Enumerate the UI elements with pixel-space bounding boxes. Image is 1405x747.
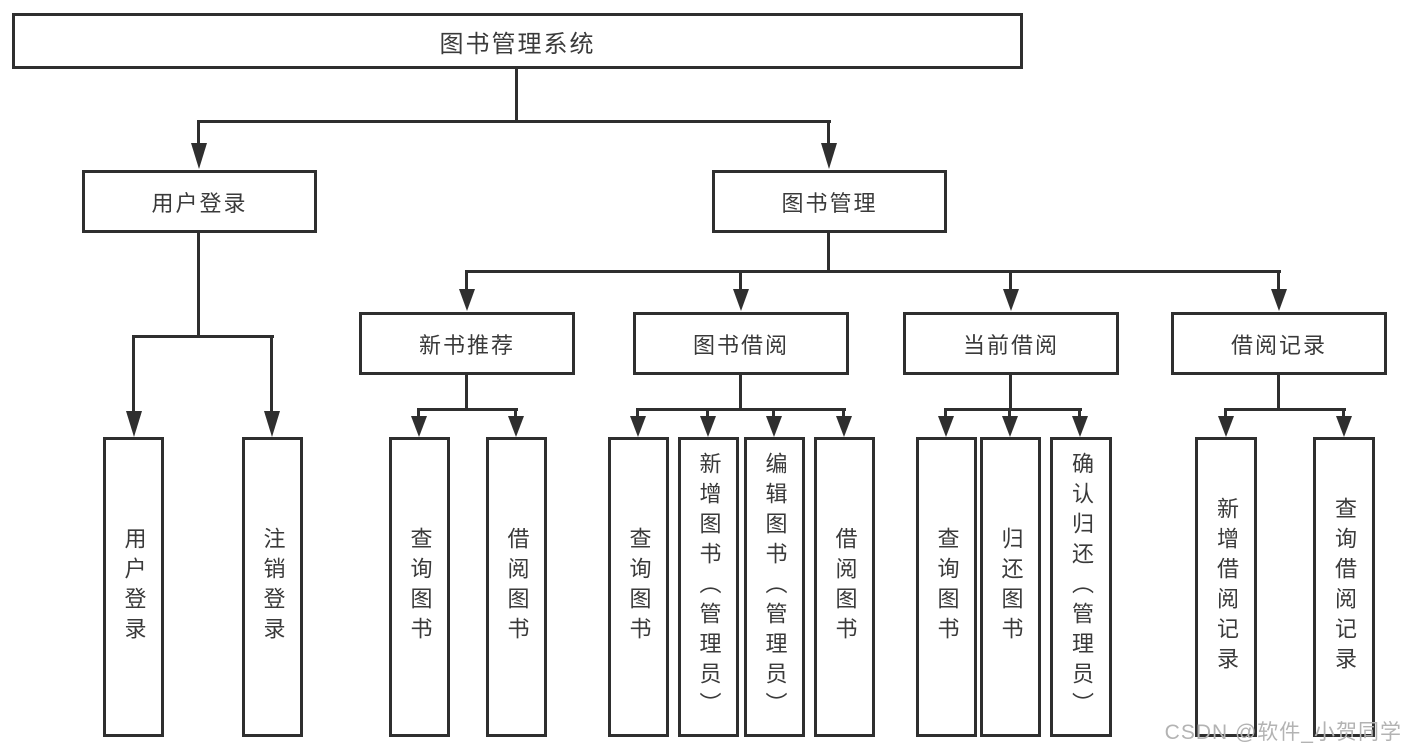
node-label: 新书推荐 xyxy=(418,332,515,358)
arrow-down-icon xyxy=(1271,289,1287,311)
leaf-label: 归还图书 xyxy=(998,527,1024,647)
connector-groupD-shaft-1 xyxy=(1224,408,1227,416)
connector-user-login-crossbar xyxy=(132,335,274,338)
leaf-label: 用户登录 xyxy=(121,527,147,647)
arrow-down-icon xyxy=(1218,416,1234,437)
leaf-borrowing-add-books-admin: 新增图书（管理员） xyxy=(678,437,739,737)
connector-book-mgmt-shaft-3 xyxy=(1009,270,1012,289)
leaf-label: 查询图书 xyxy=(407,527,433,647)
node-label: 图书管理 xyxy=(781,190,878,216)
leaf-label: 借阅图书 xyxy=(832,527,858,647)
connector-book-mgmt-crossbar xyxy=(465,270,1281,273)
connector-root-right-shaft xyxy=(827,120,830,143)
arrow-down-icon xyxy=(766,416,782,437)
leaf-label: 注销登录 xyxy=(260,527,286,647)
connector-groupA-shaft-2 xyxy=(514,408,517,416)
connector-book-mgmt-shaft-1 xyxy=(465,270,468,289)
leaf-current-confirm-return-admin: 确认归还（管理员） xyxy=(1050,437,1112,737)
node-current-borrowing: 当前借阅 xyxy=(903,312,1119,375)
connector-book-mgmt-shaft-2 xyxy=(739,270,742,289)
connector-groupD-shaft-2 xyxy=(1342,408,1345,416)
connector-groupB-shaft-4 xyxy=(842,408,845,416)
connector-user-login-shaft-2 xyxy=(270,335,273,411)
arrow-down-icon xyxy=(938,416,954,437)
node-label: 借阅记录 xyxy=(1230,332,1327,358)
leaf-user-login: 用户登录 xyxy=(103,437,164,737)
leaf-logout: 注销登录 xyxy=(242,437,303,737)
arrow-down-icon xyxy=(1002,416,1018,437)
connector-groupB-crossbar xyxy=(636,408,846,411)
connector-root-crossbar xyxy=(197,120,831,123)
connector-groupD-crossbar xyxy=(1224,408,1346,411)
connector-groupC-shaft-2 xyxy=(1008,408,1011,416)
node-book-management: 图书管理 xyxy=(712,170,947,233)
arrow-down-icon xyxy=(733,289,749,311)
arrow-down-icon xyxy=(1336,416,1352,437)
connector-groupB-shaft-2 xyxy=(706,408,709,416)
node-label: 图书借阅 xyxy=(692,332,789,358)
connector-groupA-crossbar xyxy=(417,408,518,411)
arrow-down-icon xyxy=(1072,416,1088,437)
connector-book-mgmt-shaft-4 xyxy=(1277,270,1280,289)
arrow-down-icon xyxy=(700,416,716,437)
leaf-label: 查询图书 xyxy=(934,527,960,647)
leaf-label: 确认归还（管理员） xyxy=(1069,452,1094,722)
leaf-records-add-borrow-record: 新增借阅记录 xyxy=(1195,437,1257,737)
connector-groupA-shaft-1 xyxy=(417,408,420,416)
arrow-down-icon xyxy=(459,289,475,311)
connector-user-login-shaft-1 xyxy=(132,335,135,411)
arrow-down-icon xyxy=(264,411,280,437)
leaf-records-query-borrow-record: 查询借阅记录 xyxy=(1313,437,1375,737)
connector-book-mgmt-stem xyxy=(827,233,830,273)
csdn-watermark: CSDN @软件_小贺同学 xyxy=(1164,721,1402,744)
connector-root-stem xyxy=(515,69,518,120)
leaf-borrowing-query-books: 查询图书 xyxy=(608,437,669,737)
connector-groupB-stem xyxy=(739,375,742,410)
node-label: 图书管理系统 xyxy=(439,30,596,58)
node-label: 用户登录 xyxy=(151,190,248,216)
leaf-label: 查询图书 xyxy=(626,527,652,647)
leaf-recommend-query-books: 查询图书 xyxy=(389,437,450,737)
arrow-down-icon xyxy=(126,411,142,437)
connector-groupC-shaft-3 xyxy=(1078,408,1081,416)
node-borrowing-records: 借阅记录 xyxy=(1171,312,1387,375)
node-user-login: 用户登录 xyxy=(82,170,317,233)
arrow-down-icon xyxy=(630,416,646,437)
arrow-down-icon xyxy=(191,143,207,169)
connector-groupC-stem xyxy=(1009,375,1012,410)
arrow-down-icon xyxy=(508,416,524,437)
node-book-borrowing: 图书借阅 xyxy=(633,312,849,375)
arrow-down-icon xyxy=(821,143,837,169)
connector-root-left-shaft xyxy=(197,120,200,143)
connector-user-login-stem xyxy=(197,233,200,337)
leaf-recommend-borrow-books: 借阅图书 xyxy=(486,437,547,737)
leaf-borrowing-borrow-books: 借阅图书 xyxy=(814,437,875,737)
leaf-label: 新增图书（管理员） xyxy=(696,452,722,722)
leaf-label: 编辑图书（管理员） xyxy=(762,452,788,722)
connector-groupC-crossbar xyxy=(944,408,1082,411)
leaf-current-return-books: 归还图书 xyxy=(980,437,1041,737)
node-label: 当前借阅 xyxy=(962,332,1059,358)
node-library-management-system: 图书管理系统 xyxy=(12,13,1023,69)
arrow-down-icon xyxy=(411,416,427,437)
node-new-book-recommendation: 新书推荐 xyxy=(359,312,575,375)
connector-groupD-stem xyxy=(1277,375,1280,410)
leaf-label: 借阅图书 xyxy=(504,527,530,647)
connector-groupB-shaft-3 xyxy=(772,408,775,416)
connector-groupB-shaft-1 xyxy=(636,408,639,416)
leaf-label: 查询借阅记录 xyxy=(1332,497,1357,677)
leaf-label: 新增借阅记录 xyxy=(1214,497,1239,677)
arrow-down-icon xyxy=(1003,289,1019,311)
arrow-down-icon xyxy=(836,416,852,437)
connector-groupA-stem xyxy=(465,375,468,410)
leaf-current-query-books: 查询图书 xyxy=(916,437,977,737)
connector-groupC-shaft-1 xyxy=(944,408,947,416)
leaf-borrowing-edit-books-admin: 编辑图书（管理员） xyxy=(744,437,805,737)
